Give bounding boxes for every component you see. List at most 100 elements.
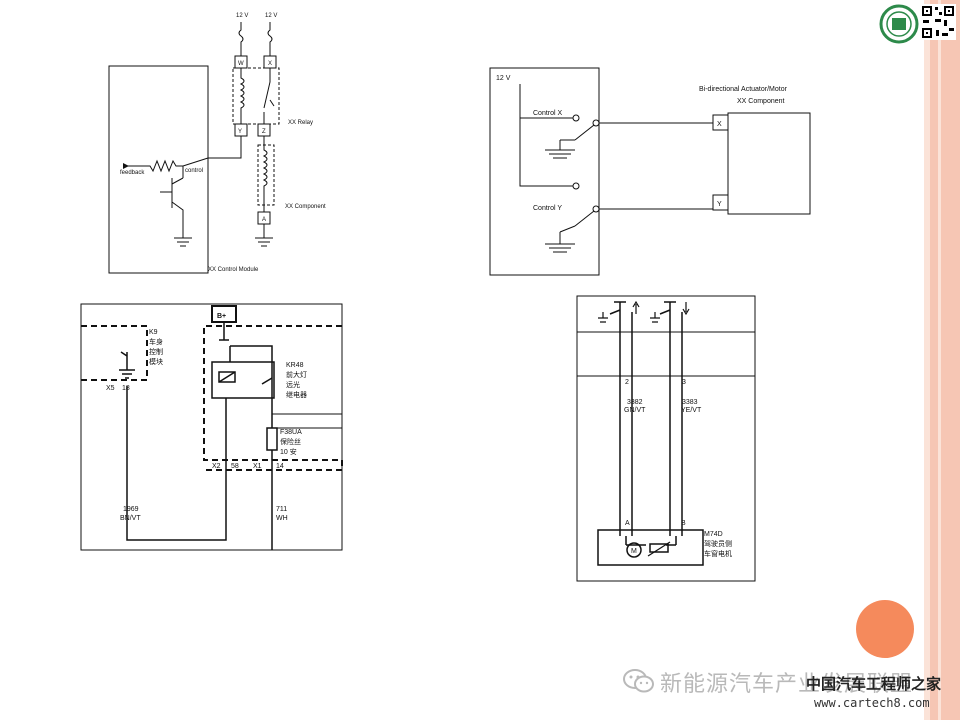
fuse-w <box>238 22 244 56</box>
thermistor <box>649 543 669 553</box>
side-band-stripe <box>938 0 941 720</box>
switch-y <box>574 210 595 227</box>
k9-module-outline <box>81 325 148 381</box>
label-feedback: feedback <box>120 170 145 176</box>
label-pin-w: W <box>238 61 244 67</box>
label-actuator: Bi-directional Actuator/Motor <box>699 86 788 93</box>
ground-component <box>255 224 273 247</box>
actuator-control-box <box>489 67 600 276</box>
m74d-box <box>597 529 704 566</box>
label-motor-pin-a: A <box>625 520 630 527</box>
label-control-x: Control X <box>533 110 563 117</box>
label-pin-14: 14 <box>276 463 284 470</box>
panel-relay-circuit <box>108 22 280 274</box>
label-fuse: F38UA <box>280 429 302 436</box>
label-control-module: XX Control Module <box>208 267 259 273</box>
frame-dividers <box>577 331 755 377</box>
label-wire-3382-color: GN/VT <box>624 407 646 414</box>
label-wire-1969-color: BN/VT <box>120 515 141 522</box>
frame-inner-lines <box>272 413 342 429</box>
label-kr48: KR48 <box>286 362 304 369</box>
component-coil <box>262 136 268 212</box>
label-12v-w: 12 V <box>236 13 248 19</box>
label-component: XX Component <box>285 204 326 210</box>
association-logo <box>879 4 919 44</box>
motor-symbol <box>626 542 642 558</box>
kr48-coil <box>218 371 236 383</box>
label-m74d-name1: 驾驶员侧 <box>704 539 732 548</box>
qr-code-icon <box>920 4 956 40</box>
label-k9-name2: 控制 <box>149 347 163 356</box>
label-pin-a: A <box>262 217 266 223</box>
label-fuse-rating: 10 安 <box>280 447 297 456</box>
kr48-box <box>211 361 275 399</box>
wire-gnd-y <box>559 225 576 233</box>
panel-headlamp-circuit <box>80 303 343 551</box>
label-pin-58: 58 <box>231 463 239 470</box>
label-act-pin-x: X <box>717 121 722 128</box>
accent-circle <box>856 600 914 658</box>
label-12v-actuator: 12 V <box>496 75 511 82</box>
wechat-icon <box>623 669 654 693</box>
panel-window-motor-circuit <box>576 295 756 582</box>
label-wire-1969: 1969 <box>123 506 139 513</box>
relay-switch <box>263 68 271 124</box>
ground-transistor <box>174 232 192 247</box>
relay-coil <box>239 68 245 124</box>
headlamp-frame <box>80 303 343 551</box>
actuator-box <box>727 112 811 215</box>
label-act-pin-y: Y <box>717 201 722 208</box>
contact-x-top <box>572 114 580 122</box>
panel-actuator-circuit <box>489 67 811 276</box>
watermark-text: 新能源汽车产业发展联盟 <box>660 672 914 697</box>
component-box <box>257 144 275 206</box>
wire-y <box>208 136 242 159</box>
pin-box-y-act <box>712 194 729 211</box>
switch-up <box>609 301 626 315</box>
wire-relay-out <box>230 345 273 428</box>
label-kr48-name1: 前大灯 <box>286 370 307 379</box>
label-wire-3383: 3383 <box>682 399 698 406</box>
label-relay: XX Relay <box>288 120 313 126</box>
switch-down <box>659 301 676 315</box>
label-m74d: M74D <box>704 531 723 538</box>
wire-12v-rail <box>519 84 573 187</box>
thermistor-diag <box>647 541 671 557</box>
feedback-resistor <box>123 159 183 173</box>
pin-box-x-act <box>712 114 729 131</box>
relay-module-outline <box>203 325 343 471</box>
label-m74d-name2: 车窗电机 <box>704 549 732 558</box>
label-pin-18: 18 <box>122 385 130 392</box>
label-wire-3382: 3382 <box>627 399 643 406</box>
label-x1: X1 <box>253 463 262 470</box>
transistor <box>171 177 184 232</box>
bplus-feed <box>219 322 229 341</box>
label-wire-711: 711 <box>276 506 287 513</box>
ground-switch-up <box>598 312 608 323</box>
site-name: 中国汽车工程师之家 <box>806 675 942 693</box>
arrow-up-indicator <box>632 300 640 314</box>
control-module-box <box>108 65 209 274</box>
wire-1969 <box>126 346 231 541</box>
arrow-down-indicator <box>682 302 690 316</box>
fuse-x <box>267 22 273 56</box>
relay-box <box>232 67 280 125</box>
label-k9: K9 <box>149 329 158 336</box>
label-x5: X5 <box>106 385 115 392</box>
label-wire-711-color: WH <box>276 515 288 522</box>
window-motor-frame <box>576 295 756 582</box>
ground-y <box>545 232 575 253</box>
label-k9-name3: 模块 <box>149 357 163 366</box>
label-kr48-name2: 远光 <box>286 380 300 389</box>
label-wire-3383-color: YE/VT <box>681 407 702 414</box>
side-band-outer <box>930 0 960 720</box>
k9-switch-ground <box>119 351 135 379</box>
motor-leads <box>625 536 677 546</box>
label-pin-x: X <box>268 61 272 67</box>
label-bplus: B+ <box>217 313 226 320</box>
ground-x <box>545 140 575 159</box>
label-x2: X2 <box>212 463 221 470</box>
label-fuse-name: 保险丝 <box>280 437 301 446</box>
